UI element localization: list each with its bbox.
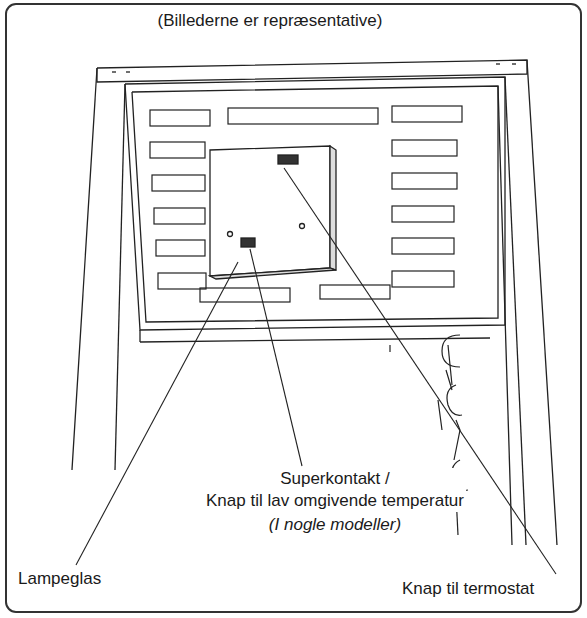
note-text: (I nogle modeller) [267,514,403,536]
part-label: Superkontakt / Knap til lav omgivende te… [204,468,466,512]
part-label: Knap til termostat [400,578,536,600]
control-housing [210,146,336,279]
note-text: (Billederne er repræsentative) [156,10,385,32]
leader-lines [76,168,556,574]
ceiling-slots [150,106,462,302]
cabinet-outline [72,60,557,545]
frame-border [6,4,581,612]
part-label: Lampeglas [16,568,103,590]
